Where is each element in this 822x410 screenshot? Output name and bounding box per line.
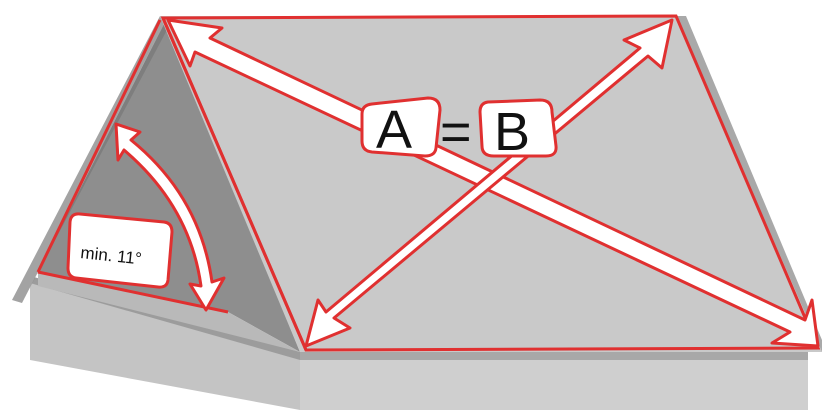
- gable-floor: [38, 272, 300, 352]
- roof-rake-edge: [161, 17, 308, 351]
- pitch-indicator: min. 11°: [36, 19, 229, 314]
- double-arrow-icon: [304, 18, 674, 348]
- equality-label: A = B: [360, 96, 558, 162]
- pitch-rafter-line: [36, 19, 162, 273]
- angle-label-box: [66, 212, 174, 289]
- label-equals: =: [440, 102, 472, 162]
- curved-double-arrow-icon: [114, 122, 226, 312]
- label-a: A: [376, 100, 412, 160]
- front-wall-shadow: [300, 352, 808, 360]
- gable-outer-edge: [12, 16, 168, 303]
- left-wall: [30, 276, 300, 410]
- front-wall: [300, 352, 808, 410]
- label-a-box: [360, 96, 442, 158]
- diagonal-b-arrow: [304, 18, 674, 348]
- label-b-box: [478, 98, 558, 158]
- building-walls: [30, 276, 808, 410]
- pitch-baseline: [37, 270, 229, 314]
- label-b: B: [494, 102, 530, 162]
